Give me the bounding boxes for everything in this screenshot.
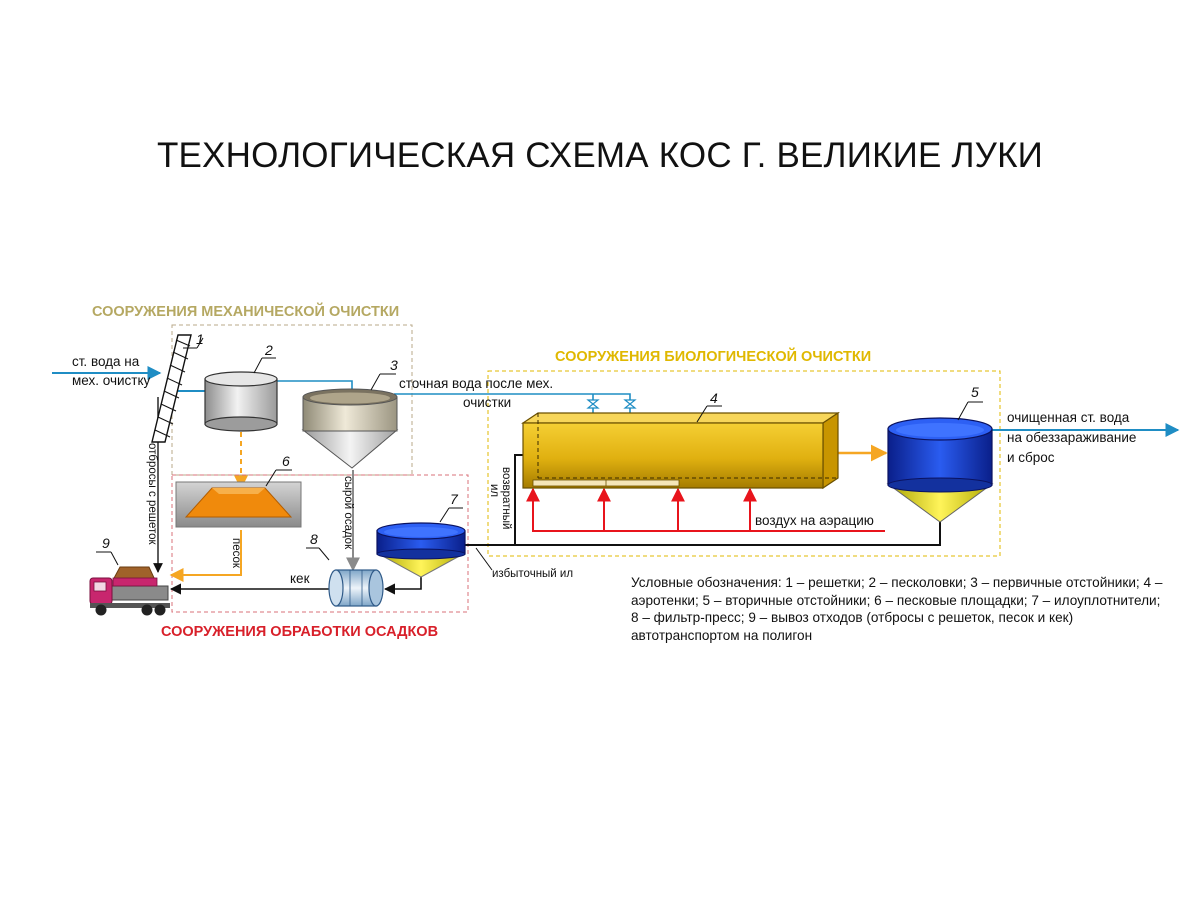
callout-1: 1 xyxy=(183,331,204,349)
cake-label: кек xyxy=(290,571,310,586)
callout-2: 2 xyxy=(253,342,276,374)
svg-text:1: 1 xyxy=(196,331,204,347)
air-label: воздух на аэрацию xyxy=(755,513,874,528)
svg-text:8: 8 xyxy=(310,531,318,547)
after-mech-label-line2: очистки xyxy=(463,395,511,410)
valve-icon xyxy=(623,399,637,409)
air-main-line xyxy=(526,487,885,532)
mechanical-group-title: СООРУЖЕНИЯ МЕХАНИЧЕСКОЙ ОЧИСТКИ xyxy=(92,302,399,320)
mechanical-group-frame xyxy=(171,324,413,476)
grate-icon xyxy=(151,334,192,443)
sand-pad-icon xyxy=(175,481,302,528)
callout-8: 8 xyxy=(306,531,330,561)
truck-icon xyxy=(89,566,170,616)
sand-label: песок xyxy=(230,538,242,569)
valve-icon xyxy=(586,399,600,409)
return-sludge-label-line1: возвратный xyxy=(500,467,512,529)
return-sludge-label-line2: ил xyxy=(488,484,500,497)
svg-text:3: 3 xyxy=(390,357,398,373)
svg-text:4: 4 xyxy=(710,390,718,406)
after-mech-label-line1: сточная вода после мех. xyxy=(399,376,553,391)
flow-clarifier-return xyxy=(466,520,941,546)
inflow-label-line1: ст. вода на xyxy=(72,354,140,369)
excess-sludge-label: избыточный ил xyxy=(492,568,573,580)
primary-settler-icon xyxy=(301,388,399,469)
biological-group-title: СООРУЖЕНИЯ БИОЛОГИЧЕСКОЙ ОЧИСТКИ xyxy=(555,347,871,365)
callout-7: 7 xyxy=(439,491,463,523)
sludge-group-frame xyxy=(171,474,469,613)
outflow-label-line1: очищенная ст. вода xyxy=(1007,410,1130,425)
sand-trap-icon xyxy=(204,371,278,432)
outflow-label-line3: и сброс xyxy=(1007,450,1055,465)
raw-sludge-label: сырой осадок xyxy=(342,476,354,550)
callout-3: 3 xyxy=(370,357,398,391)
svg-text:9: 9 xyxy=(102,535,110,551)
excess-sludge-leader xyxy=(475,547,493,571)
svg-text:6: 6 xyxy=(282,453,290,469)
screenings-label: отбросы с решеток xyxy=(146,443,158,546)
callout-5: 5 xyxy=(957,384,983,421)
biological-group-frame xyxy=(487,370,1001,557)
inflow-label-line2: мех. очистку xyxy=(72,373,151,388)
legend-text: Условные обозначения: 1 – решетки; 2 – п… xyxy=(631,575,1163,643)
callout-9: 9 xyxy=(96,535,119,566)
flow-sand-to-truck xyxy=(169,530,242,582)
callout-6: 6 xyxy=(265,453,292,487)
svg-text:7: 7 xyxy=(450,491,459,507)
svg-text:2: 2 xyxy=(264,342,273,358)
filter-press-icon xyxy=(328,569,384,607)
aerotank-icon xyxy=(521,411,840,490)
secondary-clarifier-icon xyxy=(886,417,994,523)
sludge-thickener-icon xyxy=(376,522,466,578)
outflow-label-line2: на обеззараживание xyxy=(1007,430,1136,445)
callout-4: 4 xyxy=(696,390,722,423)
svg-text:5: 5 xyxy=(971,384,979,400)
page-title: ТЕХНОЛОГИЧЕСКАЯ СХЕМА КОС Г. ВЕЛИКИЕ ЛУК… xyxy=(156,136,1044,175)
sludge-group-title: СООРУЖЕНИЯ ОБРАБОТКИ ОСАДКОВ xyxy=(161,624,438,640)
